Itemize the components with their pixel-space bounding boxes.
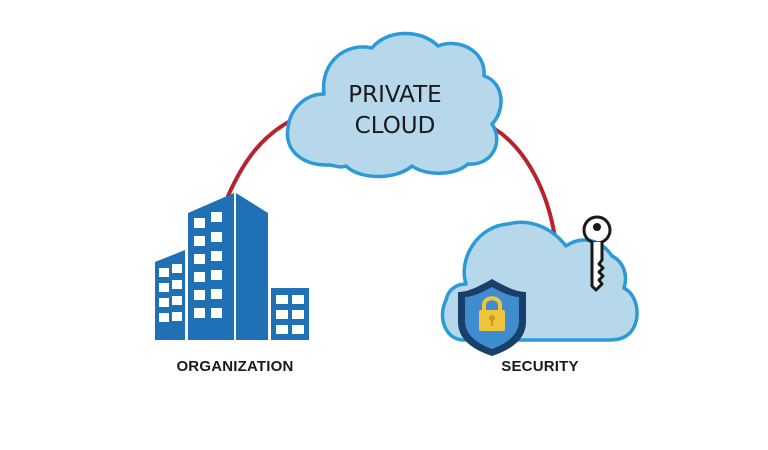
- organization-label: ORGANIZATION: [176, 358, 294, 375]
- private-cloud-icon: [285, 31, 503, 179]
- connector-right: [488, 124, 558, 246]
- cloud-title-line1: PRIVATE: [348, 82, 442, 108]
- cloud-title-line2: CLOUD: [354, 113, 436, 139]
- building-icon: [155, 193, 309, 340]
- padlock-icon: [479, 296, 505, 331]
- private-cloud-title: PRIVATE CLOUD: [300, 80, 490, 142]
- security-label: SECURITY: [501, 358, 579, 375]
- key-icon: [582, 215, 612, 292]
- connector-left: [226, 118, 294, 198]
